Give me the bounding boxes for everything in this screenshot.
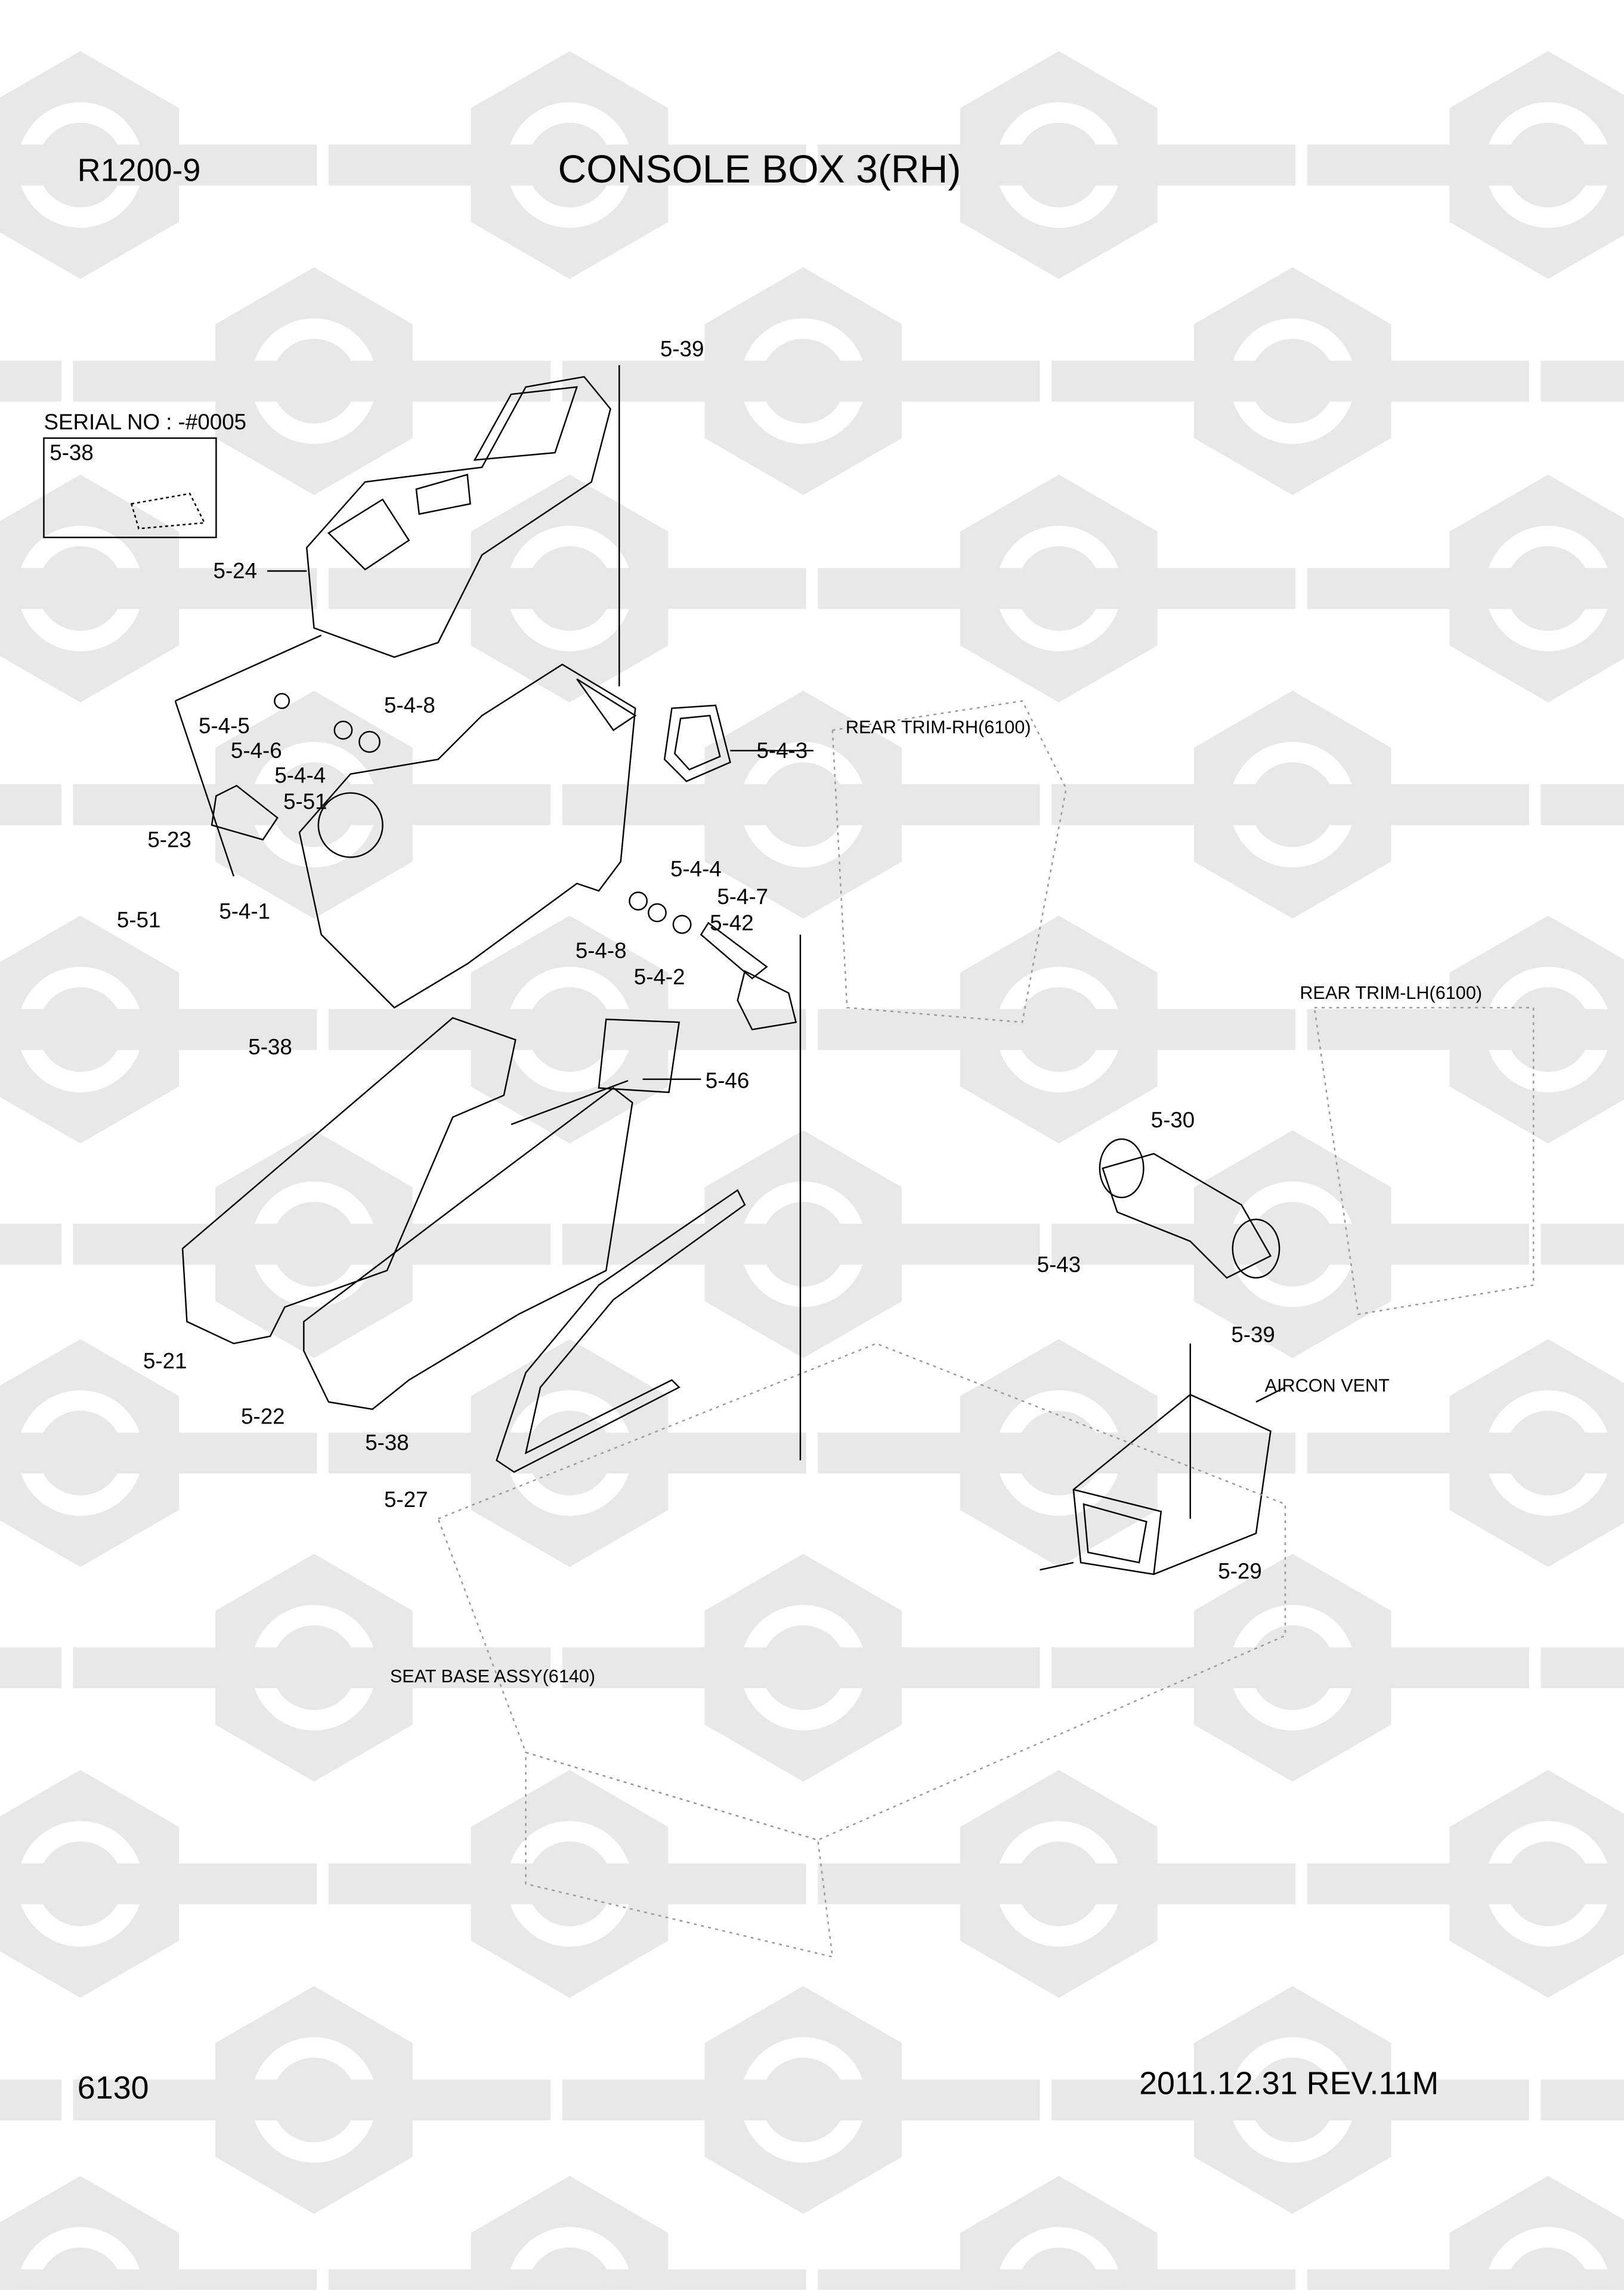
watermark-logo (818, 51, 1296, 279)
watermark-logo (1541, 1647, 1624, 1688)
watermark-logo (1051, 1130, 1529, 1358)
watermark-logo (0, 474, 317, 703)
part-label: 5-4-5 (199, 714, 250, 739)
part-label: 5-29 (1218, 1559, 1262, 1585)
plate-5-46 (598, 1018, 680, 1093)
part-label: 5-27 (384, 1488, 428, 1513)
watermark-logo (1051, 1554, 1529, 1782)
part-label: 5-23 (147, 828, 191, 853)
watermark-logo (0, 915, 317, 1144)
serial-note: SERIAL NO : -#0005 (44, 410, 247, 435)
watermark-logo (0, 2079, 61, 2121)
watermark-logo (562, 267, 1040, 496)
watermark-logo (0, 360, 61, 402)
watermark-logo (1541, 1224, 1624, 1265)
revision-date: 2011.12.31 REV.11M (1139, 2065, 1439, 2102)
watermark-logo (73, 267, 551, 496)
seat-base-ref: SEAT BASE ASSY(6140) (389, 1666, 596, 1687)
part-label: 5-38 (365, 1431, 409, 1456)
part-label: 5-4-7 (717, 884, 769, 910)
watermark-logo (562, 691, 1040, 919)
watermark-logo (1051, 1986, 1529, 2214)
part-label: 5-4-3 (756, 739, 808, 764)
part-label: 5-42 (710, 911, 754, 936)
washers (274, 692, 692, 934)
watermark-logo (1307, 474, 1624, 703)
part-label: 5-4-6 (230, 739, 282, 764)
watermark-logo (1051, 267, 1529, 496)
watermark-logo (73, 691, 551, 919)
part-label: 5-30 (1150, 1108, 1195, 1134)
watermark-logo (562, 1986, 1040, 2214)
pin-5-4-2 (700, 921, 797, 1030)
cover-5-22 (303, 1087, 633, 1410)
rear-trim-lh-ref: REAR TRIM-LH(6100) (1300, 983, 1483, 1004)
watermark-logo (0, 784, 61, 825)
part-label: 5-4-8 (575, 939, 627, 964)
part-label: 5-24 (213, 559, 258, 584)
watermark-logo (0, 1224, 61, 1265)
part-label: 5-39 (660, 337, 704, 363)
page-number: 6130 (77, 2069, 149, 2106)
part-label: 5-51 (283, 790, 327, 815)
console-cover-5-24 (305, 376, 611, 658)
strip-5-27 (496, 1189, 746, 1473)
watermark-logo (1051, 691, 1529, 919)
part-label: 5-51 (116, 908, 161, 933)
duct-5-30 (1099, 1138, 1280, 1279)
part-label: 5-4-4 (670, 857, 722, 883)
watermark-logo (1307, 1769, 1624, 1998)
part-label: 5-4-8 (384, 694, 435, 719)
watermark-logo (562, 1554, 1040, 1782)
watermark-logo (818, 1339, 1296, 1567)
part-label: 5-4-2 (633, 965, 685, 991)
part-label: 5-46 (705, 1069, 750, 1094)
watermark-logo (73, 1554, 551, 1782)
watermark-logo (328, 915, 806, 1144)
watermark-logo (0, 2176, 317, 2290)
watermark-logo (818, 915, 1296, 1144)
seat-base-ghost (437, 700, 1535, 1958)
part-label: 5-38 (248, 1035, 292, 1060)
watermark-logo (1541, 784, 1624, 825)
watermark-logo (0, 1769, 317, 1998)
part-label: 5-43 (1037, 1253, 1081, 1278)
watermark-logo (0, 1339, 317, 1567)
watermark-logo (328, 1769, 806, 1998)
watermark-logo (1307, 51, 1624, 279)
part-label: 5-4-4 (274, 763, 326, 789)
rear-trim-rh-ref: REAR TRIM-RH(6100) (845, 717, 1031, 738)
serial-box (43, 437, 217, 539)
part-label: 5-4-1 (219, 899, 271, 925)
bracket-5-4-1 (298, 663, 637, 1009)
watermark-logo (328, 51, 806, 279)
watermark-logo (1541, 2079, 1624, 2121)
gasket-5-4-3 (663, 704, 731, 782)
watermark-logo (73, 1986, 551, 2214)
page-title: CONSOLE BOX 3(RH) (558, 147, 961, 191)
watermark-logo (73, 1130, 551, 1358)
watermark-logo (1541, 360, 1624, 402)
watermark-logo (1307, 2176, 1624, 2290)
model-number: R1200-9 (77, 151, 201, 188)
watermark-logo (328, 1339, 806, 1567)
part-label: 5-21 (143, 1349, 187, 1375)
watermark-logo (1307, 915, 1624, 1144)
cover-5-21 (181, 1017, 516, 1345)
part-label: 5-39 (1231, 1323, 1275, 1348)
watermark-logo (818, 1769, 1296, 1998)
watermark-logo (0, 1647, 61, 1688)
leader-lines (174, 365, 1191, 1519)
watermark-logo (0, 51, 317, 279)
part-label: 5-22 (241, 1404, 285, 1430)
part-label: 5-38 (50, 441, 94, 466)
vent-5-29 (1040, 1387, 1286, 1576)
watermark-logo (562, 1130, 1040, 1358)
watermark-logo (1307, 1339, 1624, 1567)
plate-5-23 (211, 785, 279, 841)
aircon-vent-ref: AIRCON VENT (1264, 1375, 1390, 1397)
watermark-logo (818, 474, 1296, 703)
